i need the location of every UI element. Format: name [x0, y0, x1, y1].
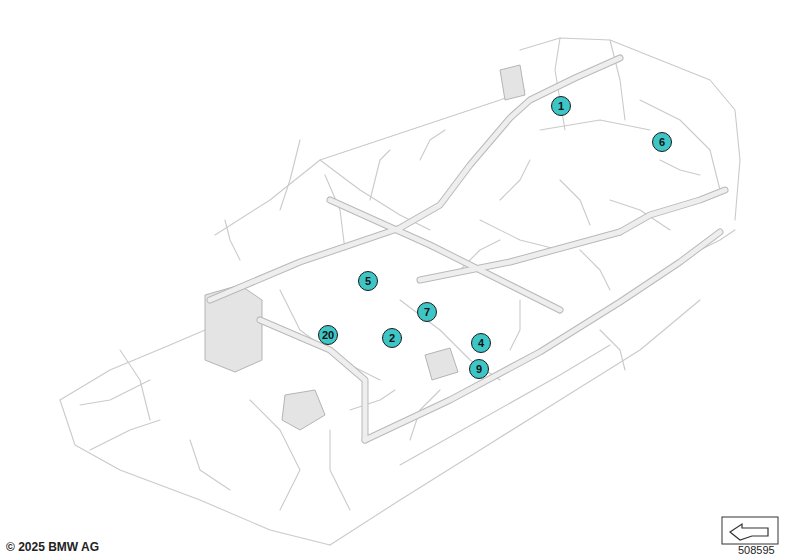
diagram-number: 508595 — [738, 544, 775, 556]
callout-number: 1 — [551, 96, 571, 116]
copyright-note: © 2025 BMW AG — [6, 540, 99, 554]
callout-text: 2 — [389, 333, 395, 344]
callout-text: 4 — [478, 338, 484, 349]
callout-number: 4 — [471, 333, 491, 353]
callout-text: 20 — [322, 330, 334, 341]
callout-text: 6 — [659, 137, 665, 148]
callout-text: 9 — [476, 364, 482, 375]
callout-number: 20 — [318, 325, 338, 345]
callout-text: 7 — [424, 307, 430, 318]
callout-number: 2 — [382, 328, 402, 348]
callout-number: 7 — [417, 302, 437, 322]
callout-text: 1 — [558, 101, 564, 112]
callout-number: 5 — [358, 271, 378, 291]
callout-number: 9 — [469, 359, 489, 379]
callout-text: 5 — [365, 276, 371, 287]
callout-number: 6 — [652, 132, 672, 152]
